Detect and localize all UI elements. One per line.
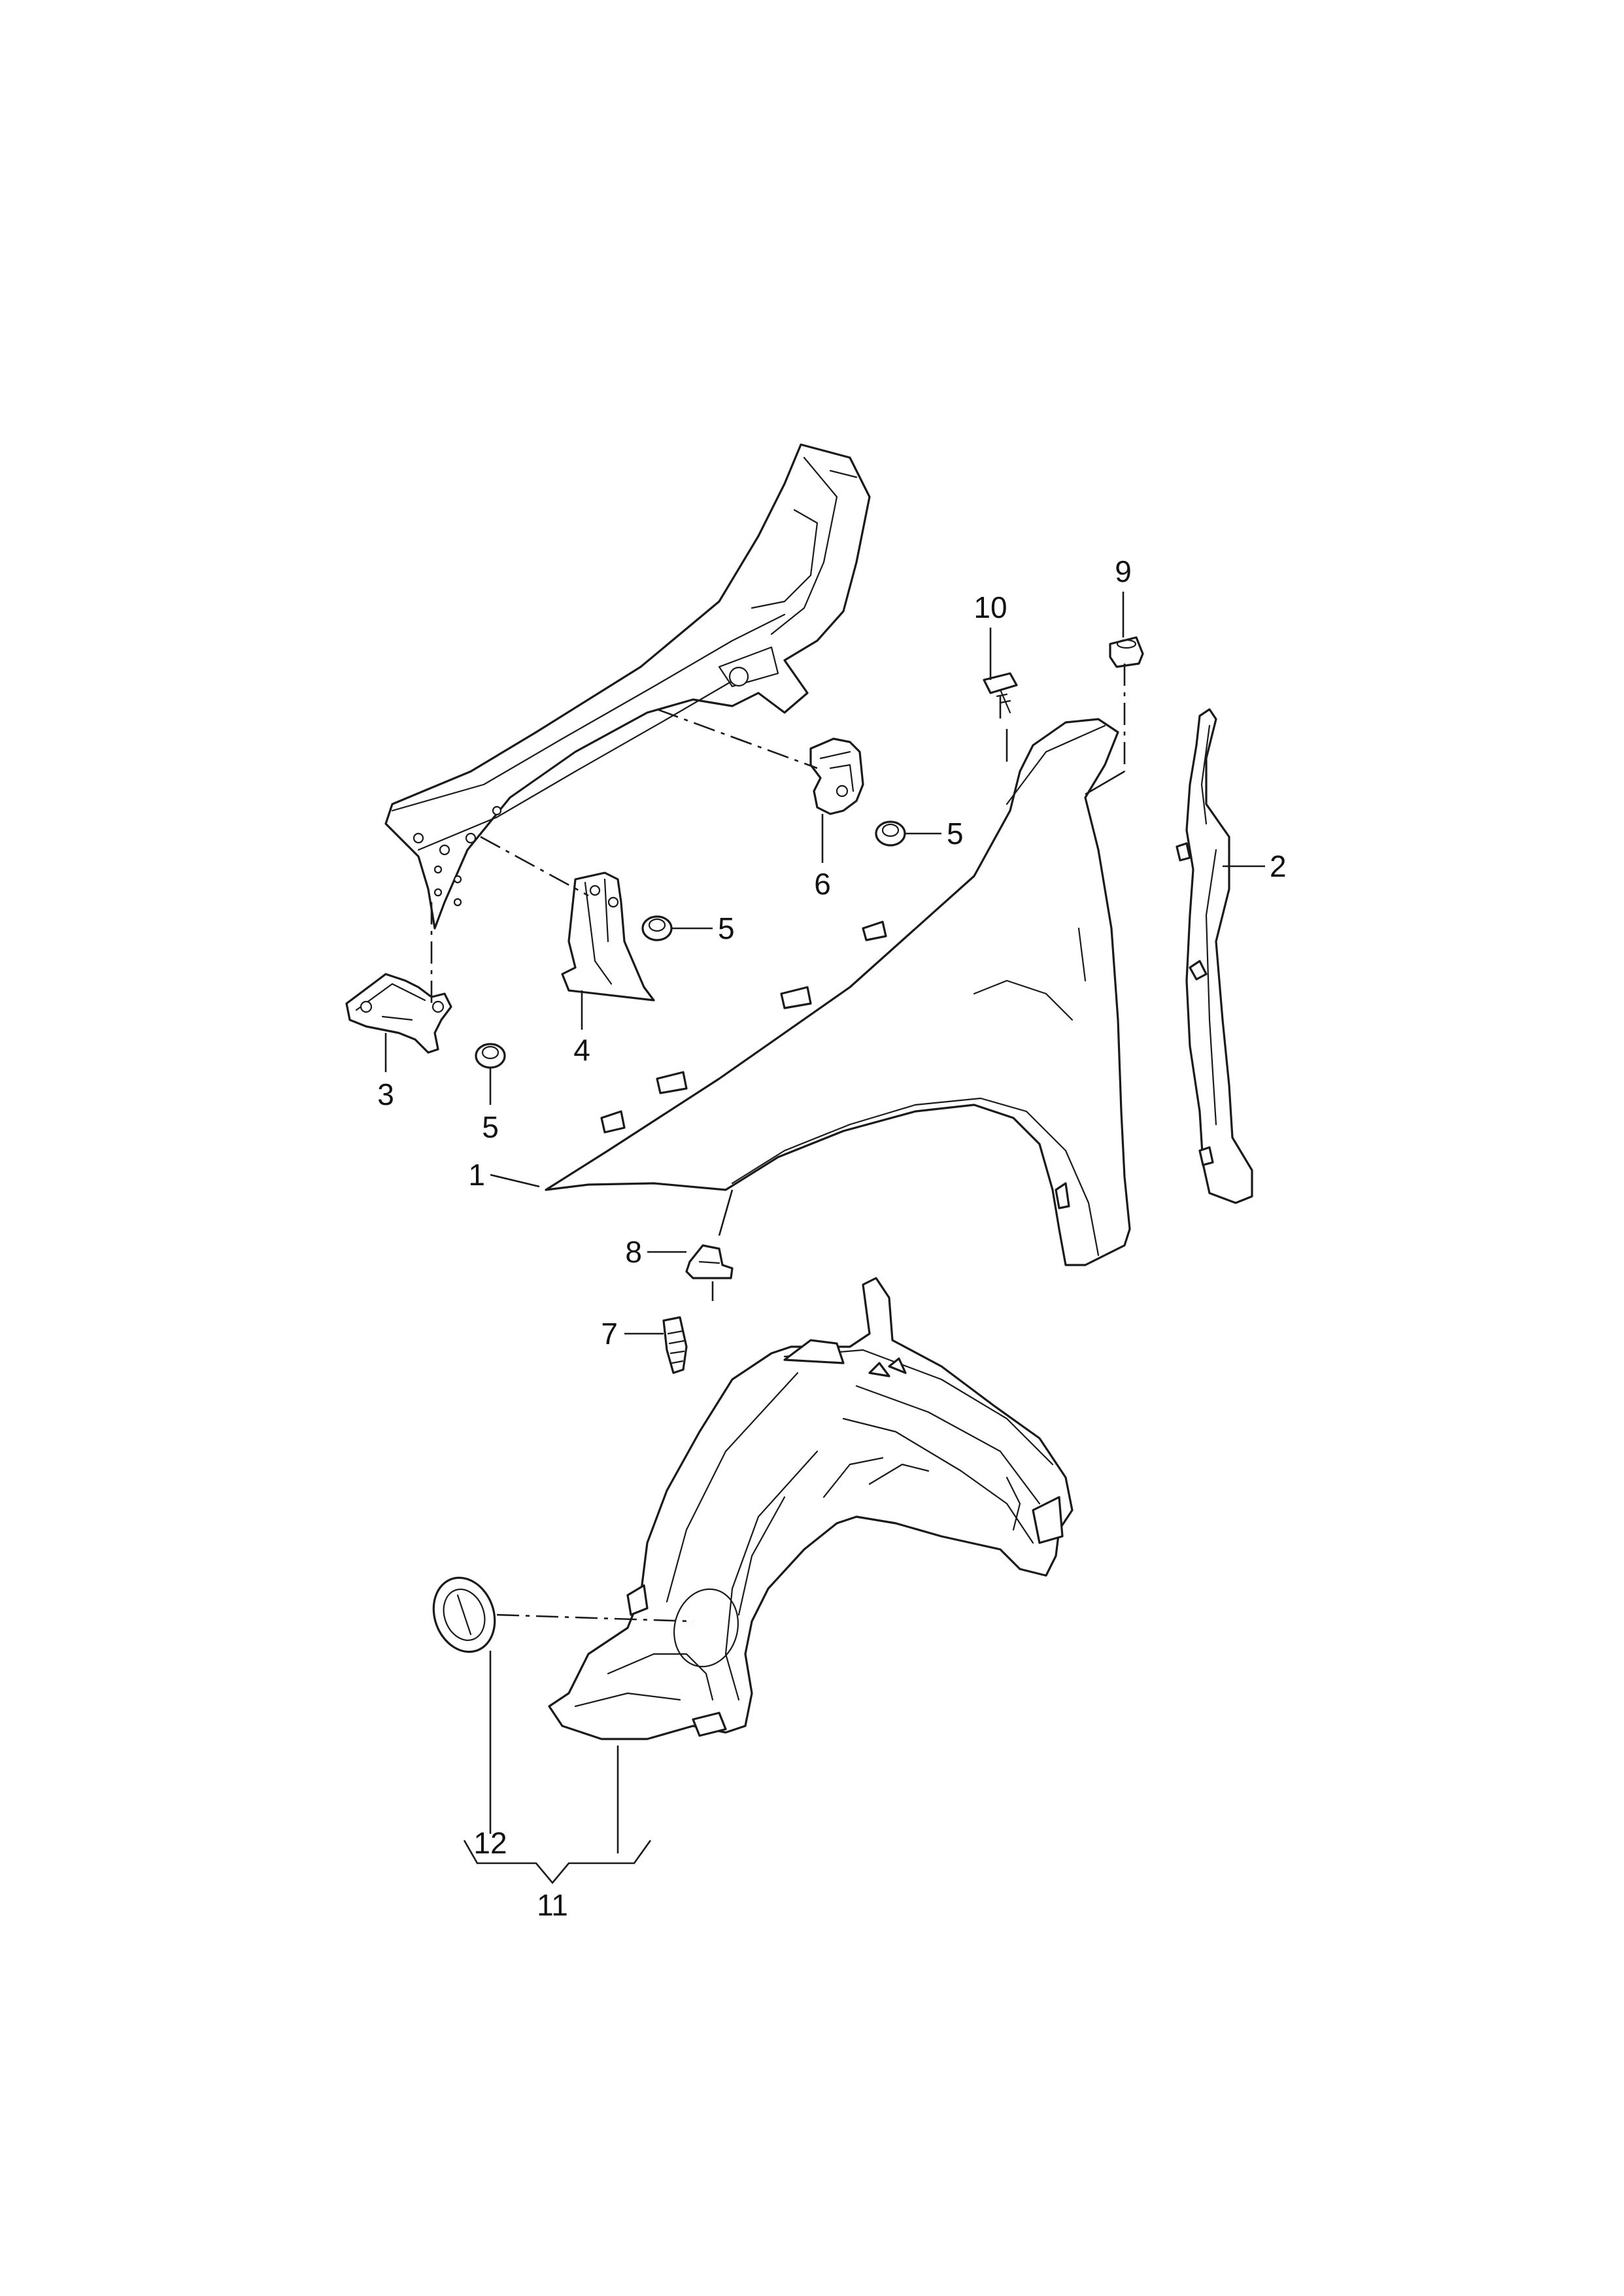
callout-4: 4 [573,1033,590,1067]
callout-5-c: 5 [947,817,964,851]
leader-lines [384,592,1265,1885]
clip-nut-a [475,1043,506,1069]
callout-8: 8 [625,1235,642,1269]
clip-9 [1109,636,1144,668]
assembly-lines [430,664,1126,1623]
clip-nut-b [641,915,673,941]
wheel-housing-liner [548,1277,1074,1740]
callout-3: 3 [377,1077,394,1111]
callout-9: 9 [1115,554,1132,588]
callout-labels: 1 2 3 4 5 5 5 6 7 8 9 10 11 12 [377,554,1286,1922]
bracket-rear [809,737,864,815]
bracket-centre [561,871,655,1002]
callout-11: 11 [537,1888,568,1922]
callout-5-a: 5 [482,1110,499,1144]
front-fender [545,718,1131,1266]
expanding-nut-8 [685,1244,734,1279]
callout-6: 6 [814,867,831,901]
callout-1: 1 [468,1158,485,1192]
bracket-front [345,973,452,1054]
callout-10: 10 [973,590,1007,624]
callout-2: 2 [1270,849,1287,883]
callout-5-b: 5 [718,911,735,945]
callout-12: 12 [473,1826,507,1860]
plug-cap-12 [432,1576,496,1653]
body-side-member [384,443,871,930]
callout-7: 7 [601,1317,618,1351]
clip-nut-c [875,820,906,847]
fender-seal [1176,708,1253,1204]
stud-7 [662,1316,688,1374]
screw-10 [983,672,1018,714]
